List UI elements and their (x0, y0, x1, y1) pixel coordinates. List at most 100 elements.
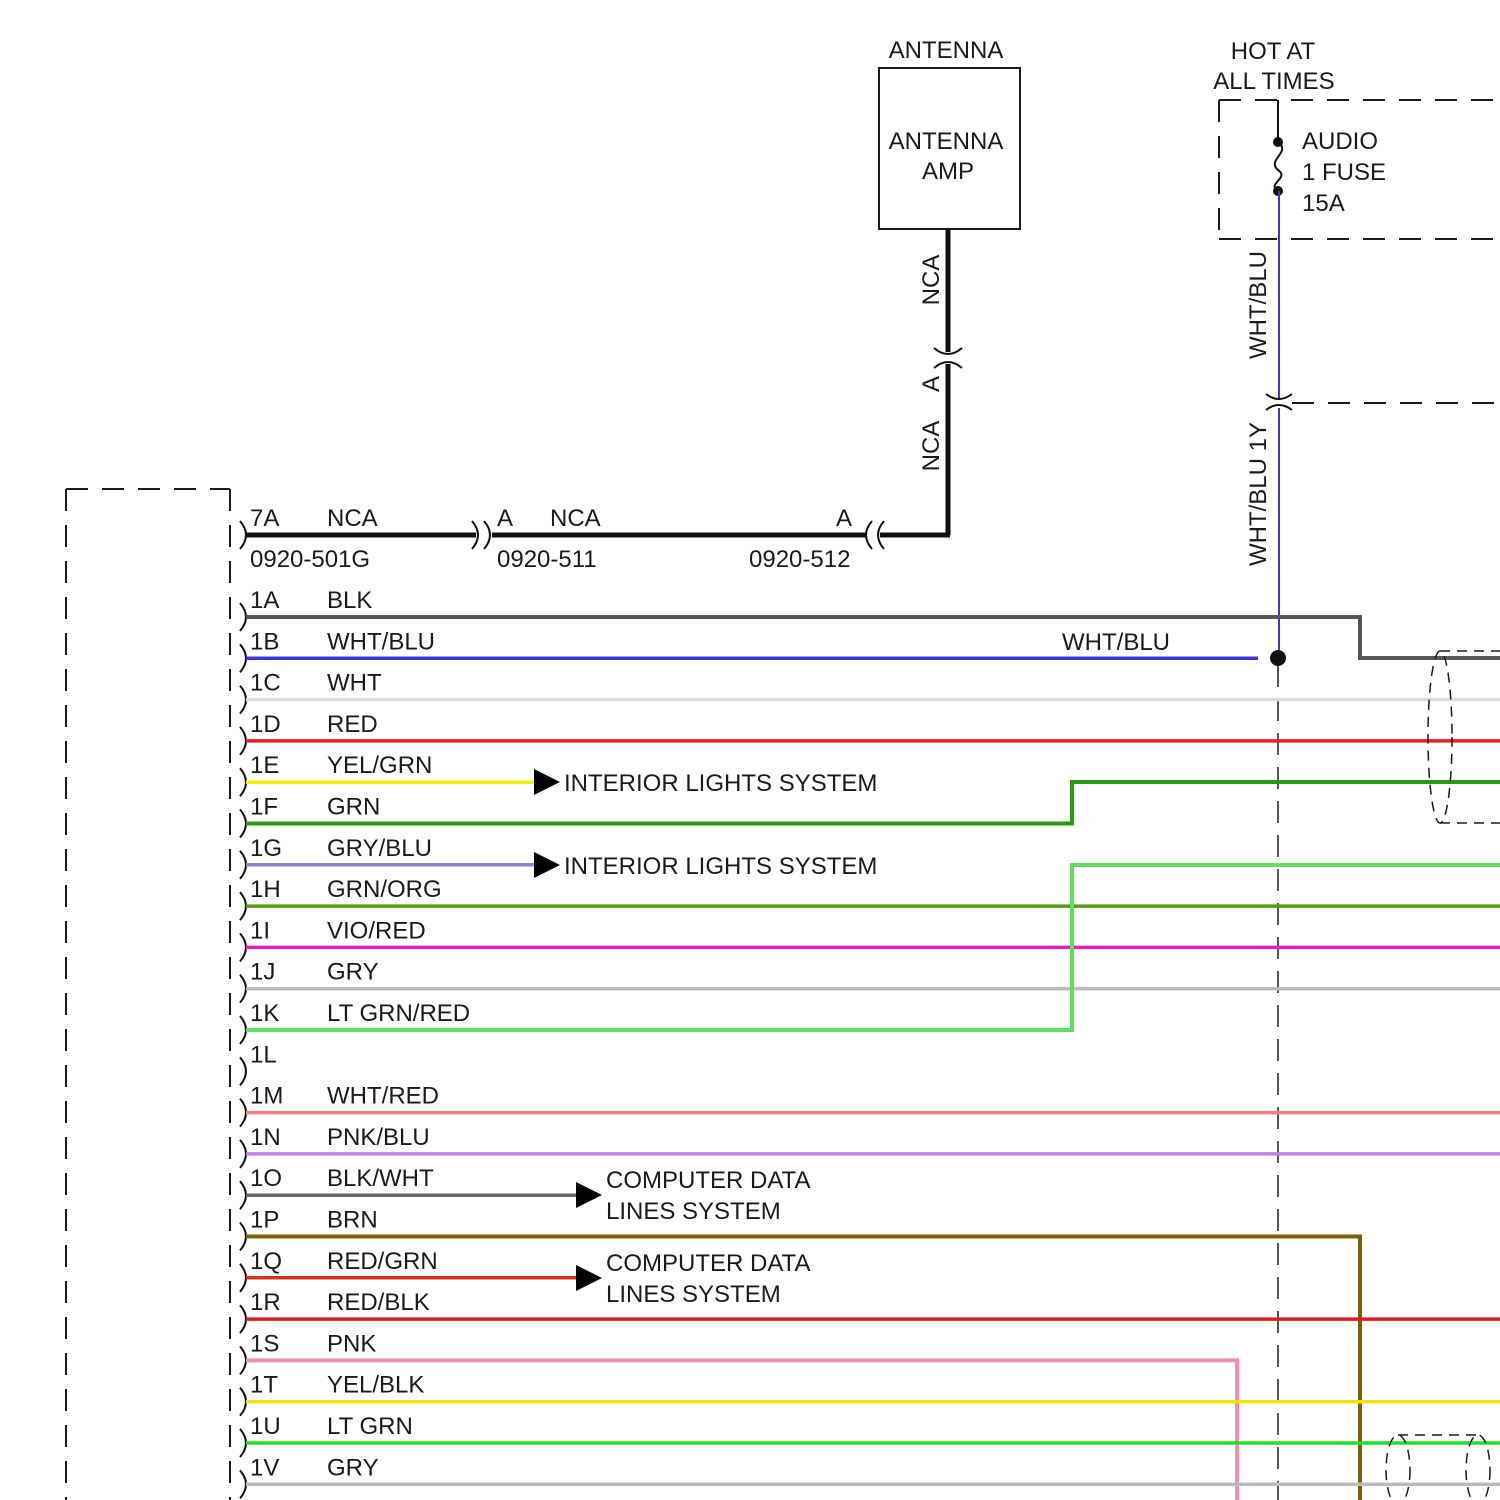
destination-interior-lights-2: INTERIOR LIGHTS SYSTEM (564, 853, 877, 880)
pin-connector-1v (240, 1470, 246, 1498)
pin-connector-1a (240, 603, 246, 631)
pin-id-1q: 1Q (250, 1248, 282, 1275)
antenna-amp-label-line1: ANTENNA (889, 128, 1004, 155)
antenna-amp-label-line2: AMP (922, 158, 974, 185)
pin-color-1f: GRN (327, 794, 380, 821)
antenna-cable-pin: 7A (250, 505, 279, 532)
pin-color-1b: WHT/BLU (327, 628, 435, 655)
fuse-name-line2: 1 FUSE (1302, 159, 1386, 186)
pin-color-1e: YEL/GRN (327, 752, 432, 779)
fuse-wire-upper-label: WHT/BLU (1245, 251, 1272, 359)
splice-label: WHT/BLU (1062, 629, 1170, 656)
antenna-cable-color-left: NCA (327, 505, 378, 532)
fuse-terminal-top (1273, 137, 1283, 147)
pin-id-1e: 1E (250, 752, 279, 779)
pin-id-1g: 1G (250, 835, 282, 862)
pin-color-1i: VIO/RED (327, 917, 426, 944)
fuse-icon (1275, 142, 1283, 191)
pin-id-1j: 1J (250, 959, 275, 986)
pin-color-1n: PNK/BLU (327, 1124, 430, 1151)
pin-connector-1n (240, 1140, 246, 1168)
pin-color-1g: GRY/BLU (327, 835, 432, 862)
hot-at-label-line1: HOT AT (1231, 38, 1316, 65)
destination-computer-data-2-line2: LINES SYSTEM (606, 1281, 781, 1308)
pin-id-1i: 1I (250, 917, 270, 944)
pin-connector-1b (240, 644, 246, 672)
pin-connector-1k (240, 1016, 246, 1044)
antenna-cable-connector-right: A (836, 505, 852, 532)
destination-computer-data-1-line1: COMPUTER DATA (606, 1167, 810, 1194)
pin-id-1a: 1A (250, 587, 279, 614)
connector-pins (240, 603, 246, 1498)
pin-connector-1o (240, 1181, 246, 1209)
pin-connector-1i (240, 933, 246, 961)
pin-color-1m: WHT/RED (327, 1083, 439, 1110)
pin-id-1o: 1O (250, 1165, 282, 1192)
pin-connector-1s (240, 1346, 246, 1374)
radio-component-outline (66, 489, 230, 1500)
pin-connector-1q (240, 1264, 246, 1292)
arrow-1o-icon (576, 1182, 602, 1208)
twisted-pair-marker-upper (1428, 651, 1500, 823)
pin-color-1r: RED/BLK (327, 1289, 430, 1316)
pin-connector-1p (240, 1223, 246, 1251)
pin-id-1t: 1T (250, 1372, 278, 1399)
pin-id-1d: 1D (250, 711, 281, 738)
arrow-1e-icon (534, 769, 560, 795)
antenna-title: ANTENNA (889, 37, 1004, 64)
pin-color-1s: PNK (327, 1330, 376, 1357)
hot-at-label-line2: ALL TIMES (1213, 68, 1334, 95)
pin-id-1h: 1H (250, 876, 281, 903)
pin-id-1v: 1V (250, 1454, 279, 1481)
pin-color-1u: LT GRN (327, 1413, 413, 1440)
destination-computer-data-2-line1: COMPUTER DATA (606, 1250, 810, 1277)
pin-color-1k: LT GRN/RED (327, 1000, 470, 1027)
pin-connector-1r (240, 1305, 246, 1333)
pin-color-1t: YEL/BLK (327, 1372, 424, 1399)
pin-connector-1m (240, 1099, 246, 1127)
pin-connector-1f (240, 810, 246, 838)
pin-connector-1t (240, 1388, 246, 1416)
antenna-cable-connector-mid: A (497, 505, 513, 532)
pin-id-1r: 1R (250, 1289, 281, 1316)
antenna-connector-label: A (918, 376, 945, 392)
pin-color-1v: GRY (327, 1454, 379, 1481)
arrow-1g-icon (534, 852, 560, 878)
pin-color-1q: RED/GRN (327, 1248, 438, 1275)
destination-interior-lights-1: INTERIOR LIGHTS SYSTEM (564, 770, 877, 797)
antenna-cable-part-left: 0920-501G (250, 546, 370, 573)
pin-id-1b: 1B (250, 628, 279, 655)
fuse-name-line1: AUDIO (1302, 128, 1378, 155)
pin-id-1c: 1C (250, 670, 281, 697)
arrow-1q-icon (576, 1265, 602, 1291)
fuse-wire-lower-label: WHT/BLU 1Y (1245, 422, 1272, 566)
fuse-rating: 15A (1302, 190, 1345, 217)
pin-color-1p: BRN (327, 1207, 378, 1234)
pin-id-1f: 1F (250, 794, 278, 821)
pin-id-1k: 1K (250, 1000, 279, 1027)
pin-connector-1c (240, 686, 246, 714)
pin-connector-1d (240, 727, 246, 755)
antenna-lower-color-label: NCA (918, 421, 945, 472)
destination-computer-data-1-line2: LINES SYSTEM (606, 1198, 781, 1225)
antenna-cable-color-mid: NCA (550, 505, 601, 532)
pin-id-1p: 1P (250, 1207, 279, 1234)
pin-color-1h: GRN/ORG (327, 876, 442, 903)
pin-color-1a: BLK (327, 587, 372, 614)
pin-connector-1e (240, 768, 246, 796)
pin-id-1l: 1L (250, 1041, 277, 1068)
pin-id-1m: 1M (250, 1083, 283, 1110)
splice-dot (1270, 650, 1286, 666)
pin-id-1s: 1S (250, 1330, 279, 1357)
pin-connector-1l (240, 1057, 246, 1085)
antenna-cable-part-mid: 0920-511 (497, 546, 597, 573)
pin-color-1c: WHT (327, 670, 382, 697)
pin-color-1d: RED (327, 711, 378, 738)
pin-id-1u: 1U (250, 1413, 281, 1440)
antenna-upper-color-label: NCA (918, 255, 945, 306)
pin-color-1o: BLK/WHT (327, 1165, 434, 1192)
pin-connector-1h (240, 892, 246, 920)
pin-connector-1j (240, 975, 246, 1003)
pin-color-1j: GRY (327, 959, 379, 986)
